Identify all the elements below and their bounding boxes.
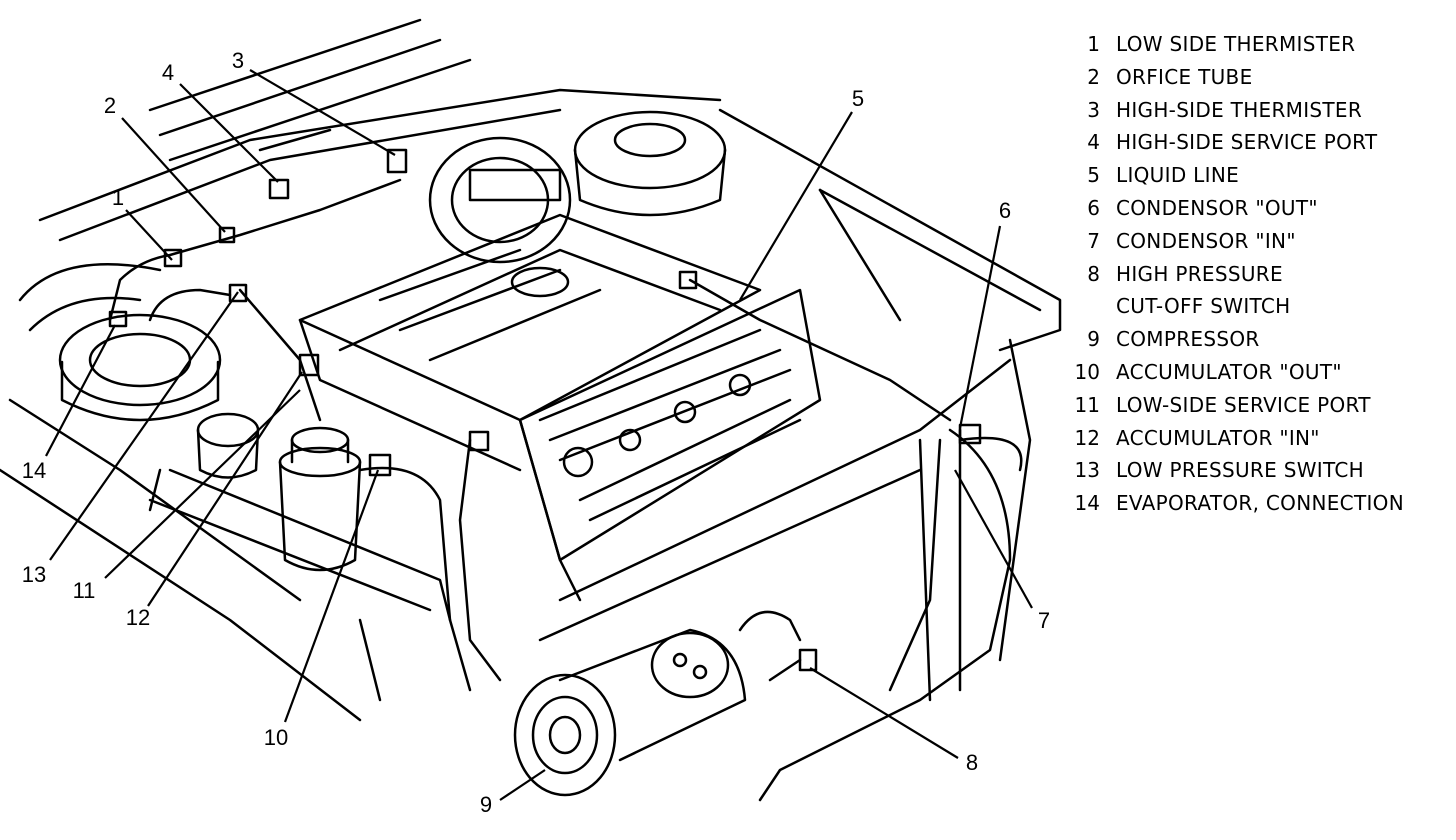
legend-number: 13 — [1074, 458, 1100, 483]
legend-number: 5 — [1087, 163, 1100, 188]
callout-7: 7 — [1038, 608, 1050, 633]
legend-item: 13 LOW PRESSURE SWITCH — [1062, 454, 1447, 487]
legend-item: 5 LIQUID LINE — [1062, 159, 1447, 192]
brake-booster — [428, 136, 572, 264]
legend-text: HIGH PRESSURE — [1116, 261, 1283, 286]
legend-text: EVAPORATOR, CONNECTION — [1116, 491, 1404, 516]
leader-line-5 — [739, 111, 853, 301]
legend-number: 6 — [1087, 195, 1100, 220]
callout-3: 3 — [232, 48, 244, 73]
callout-13: 13 — [22, 562, 46, 587]
air-cleaner — [573, 110, 727, 217]
legend-text: LOW PRESSURE SWITCH — [1116, 458, 1364, 483]
line-fittings — [108, 148, 982, 672]
legend-number: 1 — [1087, 32, 1100, 56]
leader-line-13 — [49, 291, 239, 561]
legend-number: 14 — [1074, 491, 1100, 516]
leader-line-9 — [499, 769, 546, 801]
radiator-support — [538, 108, 1062, 702]
legend-text: COMPRESSOR — [1116, 327, 1260, 352]
legend-item: 1 LOW SIDE THERMISTER — [1062, 28, 1447, 61]
callout-1: 1 — [112, 185, 124, 210]
evaporator-housing — [58, 313, 222, 422]
callout-6: 6 — [999, 198, 1011, 223]
legend-item: 2 ORFICE TUBE — [1062, 61, 1447, 94]
legend-number: 7 — [1087, 228, 1100, 253]
legend-number: 2 — [1087, 64, 1100, 89]
legend-number: 8 — [1087, 261, 1100, 286]
callout-2: 2 — [104, 93, 116, 118]
callout-10: 10 — [264, 725, 288, 750]
legend-number: 12 — [1074, 425, 1100, 450]
leader-line-14 — [45, 324, 116, 457]
legend-item: 10 ACCUMULATOR "OUT" — [1062, 356, 1447, 389]
legend-item: 6 CONDENSOR "OUT" — [1062, 192, 1447, 225]
refrigerant-lines — [108, 178, 1023, 802]
legend-number — [1062, 290, 1100, 323]
leader-line-6 — [958, 225, 1002, 429]
legend-text: CONDENSOR "IN" — [1116, 228, 1296, 253]
leader-line-7 — [954, 469, 1033, 609]
leader-line-10 — [283, 469, 380, 723]
legend-number: 3 — [1087, 97, 1100, 122]
callout-9: 9 — [480, 792, 492, 817]
legend-item: 3 HIGH-SIDE THERMISTER — [1062, 94, 1447, 127]
legend-item: CUT-OFF SWITCH — [1062, 290, 1447, 323]
engine-block — [298, 213, 822, 602]
legend-text: CUT-OFF SWITCH — [1116, 294, 1291, 319]
leader-line-4 — [179, 83, 279, 183]
legend-item: 12 ACCUMULATOR "IN" — [1062, 422, 1447, 455]
legend-text: ACCUMULATOR "OUT" — [1116, 359, 1342, 384]
leader-line-11 — [104, 389, 301, 579]
callout-11: 11 — [73, 578, 96, 603]
legend-item: 9 COMPRESSOR — [1062, 323, 1447, 356]
legend-item: 11 LOW-SIDE SERVICE PORT — [1062, 389, 1447, 422]
legend-text: ORFICE TUBE — [1116, 64, 1253, 89]
legend-text: LOW SIDE THERMISTER — [1116, 32, 1356, 56]
cowl-panel — [38, 18, 722, 242]
legend-text: HIGH-SIDE SERVICE PORT — [1116, 130, 1378, 155]
battery-tray — [148, 468, 452, 702]
legend-item: 8 HIGH PRESSURE — [1062, 258, 1447, 291]
leader-line-12 — [147, 371, 303, 607]
legend-number: 9 — [1087, 327, 1100, 352]
legend-text: LOW-SIDE SERVICE PORT — [1116, 392, 1371, 417]
legend-item: 14 EVAPORATOR, CONNECTION — [1062, 487, 1447, 520]
legend-text: HIGH-SIDE THERMISTER — [1116, 97, 1363, 122]
leader-lines — [45, 69, 1033, 801]
callout-5: 5 — [852, 86, 864, 111]
legend-item: 7 CONDENSOR "IN" — [1062, 225, 1447, 258]
legend-text: LIQUID LINE — [1116, 163, 1240, 188]
accumulator — [196, 412, 472, 692]
leader-line-3 — [249, 69, 396, 156]
callout-4: 4 — [162, 60, 174, 85]
callout-8: 8 — [966, 750, 978, 775]
left-fender — [0, 263, 362, 722]
legend-number: 11 — [1074, 392, 1100, 417]
legend-text: ACCUMULATOR "IN" — [1116, 425, 1320, 450]
leader-line-1 — [125, 209, 173, 261]
legend-number: 4 — [1087, 130, 1100, 155]
leader-line-8 — [809, 667, 959, 759]
leader-line-2 — [121, 117, 226, 233]
compressor — [513, 610, 802, 797]
legend-number: 10 — [1074, 359, 1100, 384]
callout-12: 12 — [126, 605, 150, 630]
callout-14: 14 — [22, 458, 46, 483]
legend-item: 4 HIGH-SIDE SERVICE PORT — [1062, 126, 1447, 159]
legend-text: CONDENSOR "OUT" — [1116, 195, 1318, 220]
